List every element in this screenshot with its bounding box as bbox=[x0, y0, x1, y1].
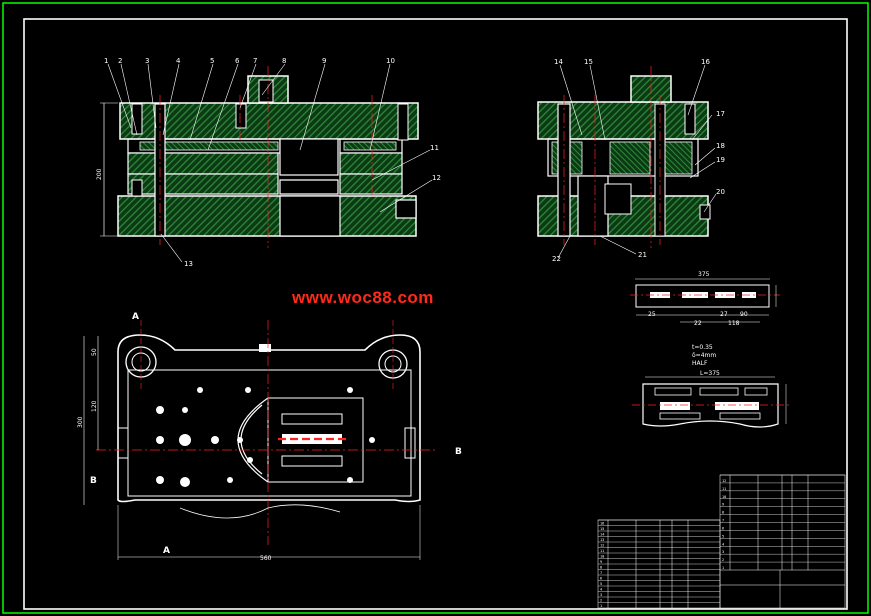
plan-dim-120: 120 bbox=[91, 400, 98, 412]
part-number-1: 1 bbox=[104, 57, 108, 65]
part-number-5: 5 bbox=[210, 57, 214, 65]
part-number-17: 17 bbox=[716, 110, 725, 118]
part-number-13: 13 bbox=[184, 260, 193, 268]
parts-list-left-row-number: 15 bbox=[600, 527, 604, 531]
part-number-7: 7 bbox=[253, 57, 257, 65]
part-number-3: 3 bbox=[145, 57, 149, 65]
parts-list-left-row-number: 16 bbox=[600, 522, 604, 526]
drawing-border bbox=[23, 18, 848, 610]
section-mark-b-left: B bbox=[90, 476, 97, 486]
parts-list-right-row-number: 5 bbox=[722, 534, 724, 538]
part-number-19: 19 bbox=[716, 156, 725, 164]
strip-notes-view: t=0.35 δ=4mm HALF L=375 bbox=[632, 344, 790, 428]
parts-list-left-row-number: 13 bbox=[600, 538, 604, 542]
strip-note-1: t=0.35 bbox=[692, 344, 713, 351]
parts-list-left-row-number: 11 bbox=[600, 549, 604, 553]
strip-dim-22: 22 bbox=[694, 320, 702, 327]
part-number-8: 8 bbox=[282, 57, 286, 65]
parts-list-right-row-number: 12 bbox=[722, 479, 726, 483]
parts-list-right-row-number: 10 bbox=[722, 495, 726, 499]
parts-list-right-row-number: 1 bbox=[722, 566, 724, 570]
strip-dim-27: 27 bbox=[720, 311, 728, 318]
parts-list-right-row-number: 8 bbox=[722, 511, 724, 515]
parts-list-left-row-number: 10 bbox=[600, 555, 604, 559]
parts-list-left-row-number: 2 bbox=[600, 599, 602, 603]
parts-list-right-row-number: 4 bbox=[722, 542, 724, 546]
part-number-10: 10 bbox=[386, 57, 395, 65]
section-mark-a-bottom: A bbox=[163, 546, 170, 556]
plan-dim-300: 300 bbox=[77, 416, 84, 428]
parts-list-left-row-number: 6 bbox=[600, 577, 602, 581]
parts-list-right bbox=[719, 474, 846, 609]
part-number-22: 22 bbox=[552, 255, 561, 263]
part-number-20: 20 bbox=[716, 188, 725, 196]
plan-dim-50: 50 bbox=[91, 348, 98, 356]
part-number-14: 14 bbox=[554, 58, 563, 66]
part-number-15: 15 bbox=[584, 58, 593, 66]
part-number-6: 6 bbox=[235, 57, 240, 65]
part-number-11: 11 bbox=[430, 144, 439, 152]
strip-note-3: HALF bbox=[692, 360, 708, 367]
parts-list-left-row-number: 12 bbox=[600, 544, 604, 548]
part-number-18: 18 bbox=[716, 142, 725, 150]
strip-layout-view: 375 25 22 27 90 118 bbox=[630, 271, 780, 327]
part-number-12: 12 bbox=[432, 174, 441, 182]
parts-list-left-row-number: 8 bbox=[600, 566, 602, 570]
side-section-view: 14 15 16 17 18 19 20 21 22 bbox=[537, 58, 725, 263]
strip-note-2: δ=4mm bbox=[692, 352, 716, 359]
parts-list-left-row-number: 7 bbox=[600, 571, 602, 575]
parts-list-right-row-number: 2 bbox=[722, 558, 724, 562]
parts-list-right-row-number: 7 bbox=[722, 519, 724, 523]
strip-dim-90: 90 bbox=[740, 311, 748, 318]
strip-dim-25: 25 bbox=[648, 311, 656, 318]
parts-list-left-row-number: 4 bbox=[600, 588, 602, 592]
strip-dim-118: 118 bbox=[728, 320, 740, 327]
front-section-view: 200 1 2 3 4 5 6 7 8 9 10 11 12 13 bbox=[96, 57, 441, 268]
watermark-text: www.woc88.com bbox=[292, 288, 434, 307]
plan-view: 50 120 300 560 A A B B bbox=[77, 312, 462, 562]
section-mark-b-right: B bbox=[455, 447, 462, 457]
parts-list-right-row-number: 9 bbox=[722, 503, 724, 507]
parts-list-left-row-number: 1 bbox=[600, 604, 602, 608]
front-height-dim: 200 bbox=[96, 168, 103, 180]
parts-list-right-row-number: 3 bbox=[722, 550, 724, 554]
part-number-21: 21 bbox=[638, 251, 647, 259]
parts-list-left-row-number: 5 bbox=[600, 582, 602, 586]
plan-dim-560: 560 bbox=[260, 555, 272, 562]
part-number-4: 4 bbox=[176, 57, 181, 65]
part-number-9: 9 bbox=[322, 57, 326, 65]
parts-list-left-row-number: 3 bbox=[600, 593, 602, 597]
parts-list-left-row-number: 9 bbox=[600, 560, 602, 564]
parts-list-left-row-number: 14 bbox=[600, 533, 604, 537]
part-number-16: 16 bbox=[701, 58, 710, 66]
strip2-width-dim: L=375 bbox=[700, 370, 720, 377]
part-number-2: 2 bbox=[118, 57, 122, 65]
section-mark-a-top: A bbox=[132, 312, 139, 322]
parts-list-right-row-number: 6 bbox=[722, 526, 724, 530]
parts-list-right-row-number: 11 bbox=[722, 487, 726, 491]
strip-width-dim: 375 bbox=[698, 271, 710, 278]
